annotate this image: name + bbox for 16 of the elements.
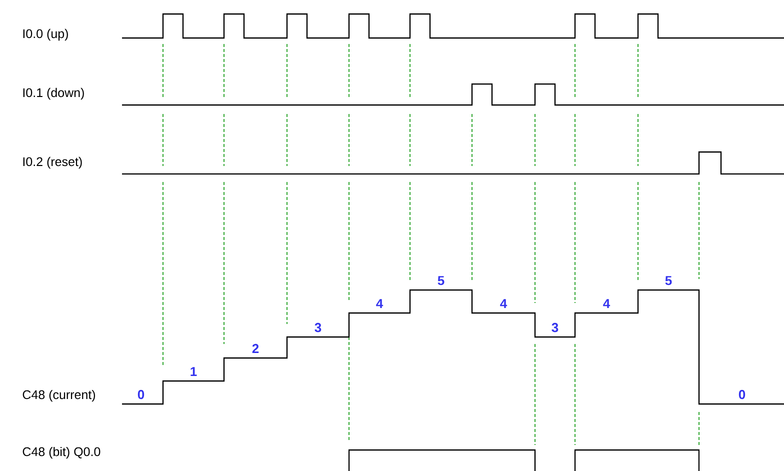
- count-value: 4: [500, 299, 508, 308]
- signal-label: C48 (bit) Q0.0: [22, 446, 100, 459]
- signal-label: I0.0 (up): [23, 28, 68, 41]
- count-value: 2: [252, 344, 259, 353]
- count-value: 1: [190, 367, 197, 376]
- count-value: 3: [552, 322, 558, 332]
- signal-label: I0.1 (down): [23, 88, 84, 100]
- count-value: 4: [376, 299, 384, 308]
- signal-label: C48 (current): [22, 390, 96, 402]
- count-value: 5: [665, 276, 672, 286]
- count-value: 5: [438, 276, 444, 286]
- count-value: 4: [603, 299, 610, 308]
- count-value: 0: [738, 390, 746, 400]
- count-value: 3: [314, 322, 322, 332]
- signal-label: I0.2 (reset): [23, 156, 82, 169]
- count-value: 0: [138, 390, 144, 400]
